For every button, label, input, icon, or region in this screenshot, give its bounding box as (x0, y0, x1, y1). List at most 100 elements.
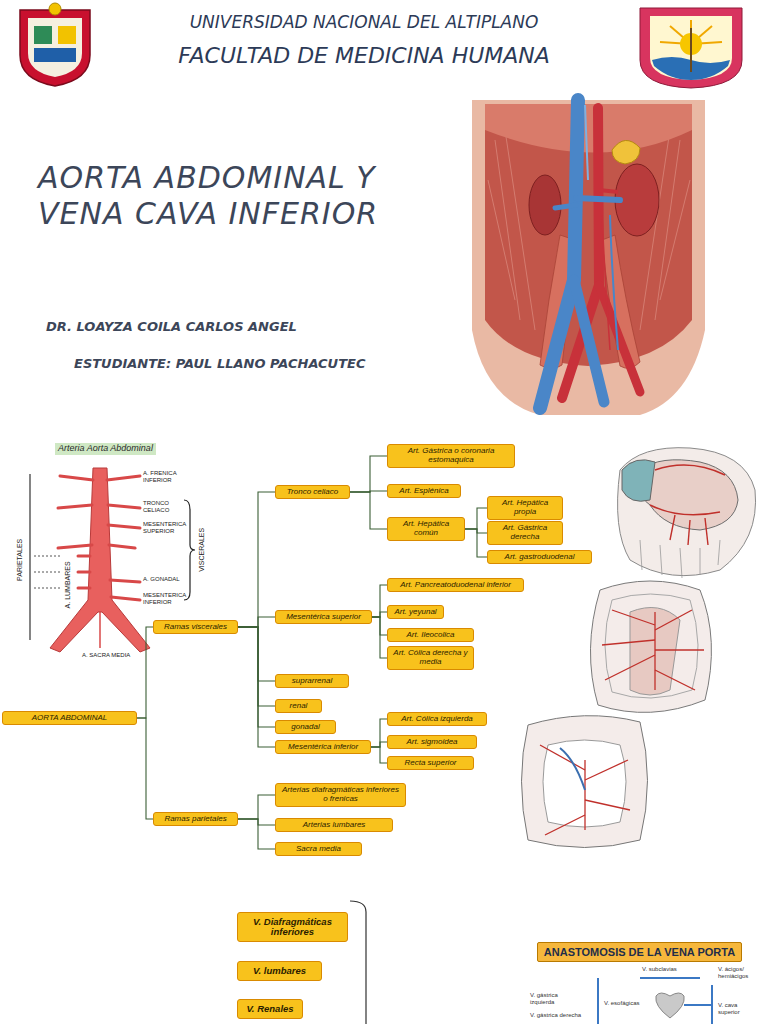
box-text: V. lumbares (244, 966, 315, 976)
artery-box: Mesentérica inferior (275, 740, 371, 755)
branch-connector (350, 456, 387, 492)
branch-connector (238, 795, 275, 819)
branch-connector (371, 747, 387, 763)
artery-box: Art. yeyunal (387, 605, 444, 620)
artery-box: Art. Cólica izquierda (387, 712, 487, 727)
artery-box: Ramas viscerales (153, 620, 238, 635)
artery-box: Art. Gástrica derecha (487, 521, 563, 545)
sketch-label: MESENTERICA INFERIOR (143, 592, 185, 605)
branch-connector (238, 819, 275, 849)
vein-box: V. lumbares (237, 961, 322, 981)
artery-box: Art. Gástrica o coronaria estomaquica (387, 444, 515, 468)
artery-box: Tronco celiaco (275, 485, 350, 500)
university-name: UNIVERSIDAD NACIONAL DEL ALTIPLANO (104, 13, 624, 32)
professor-name: DR. LOAYZA COILA CARLOS ANGEL (46, 320, 297, 334)
box-text: V. Renales (244, 1004, 296, 1014)
box-text: Sacra media (280, 845, 357, 854)
box-text: Art. Hepática común (392, 520, 460, 538)
vein-bracket (350, 901, 366, 1024)
artery-box: Sacra media (275, 842, 362, 857)
box-text: Art. Ileocolica (392, 631, 469, 640)
university-logo (20, 3, 90, 86)
branch-connector (238, 627, 275, 706)
branch-connector (238, 627, 275, 681)
box-text: Tronco celiaco (280, 488, 345, 497)
box-text: Art. Gástrica derecha (492, 524, 558, 542)
anastomosis-label: V. ácigos/ hemiácigos (718, 966, 760, 979)
faculty-name: FACULTAD DE MEDICINA HUMANA (104, 44, 624, 68)
branch-connector (238, 492, 275, 627)
sketch-label: TRONCO CELIACO (143, 500, 185, 513)
artery-box: Art. Esplénica (387, 484, 461, 499)
sketch-label: MESENTERICA SUPERIOR (143, 521, 185, 534)
anastomosis-diagram (598, 978, 712, 1024)
branch-connector (238, 627, 275, 727)
box-text: Art. yeyunal (392, 608, 439, 617)
anastomosis-label: V. subclavias (642, 966, 677, 973)
branch-connector (372, 612, 387, 617)
box-text: V. Diafragmáticas inferiores (244, 917, 341, 938)
branch-connector (238, 819, 275, 825)
artery-box: Art. gastroduodenal (487, 550, 592, 565)
student-name: ESTUDIANTE: PAUL LLANO PACHACUTEC (74, 357, 365, 371)
box-text: Arterias lumbares (280, 821, 388, 830)
artery-box: renal (275, 699, 322, 714)
branch-connector (465, 508, 487, 529)
artery-box: Arterias diafragmáticas inferiores o fre… (275, 783, 406, 807)
colon-illustration (522, 716, 648, 848)
box-text: Ramas parietales (158, 815, 233, 824)
artery-box: AORTA ABDOMINAL (2, 711, 137, 726)
box-text: Recta superior (392, 759, 469, 768)
artery-box: Arterias lumbares (275, 818, 393, 833)
vein-box: V. Renales (237, 999, 303, 1019)
sketch-label: A. SACRA MEDIA (82, 652, 130, 659)
faculty-logo (640, 8, 742, 88)
branch-connector (465, 529, 487, 557)
box-text: Mesentérica inferior (280, 743, 366, 752)
anastomosis-label: V. gástrica izquierda (530, 992, 570, 1005)
artery-box: Art. Cólica derecha y media (387, 646, 474, 670)
box-text: Art. Cólica derecha y media (392, 649, 469, 667)
box-text: Art. Gástrica o coronaria estomaquica (392, 447, 510, 465)
sketch-label: VISCERALES (198, 520, 206, 580)
artery-box: Recta superior (387, 756, 474, 771)
box-text: ANASTOMOSIS DE LA VENA PORTA (542, 946, 737, 958)
artery-box: Art. Pancreatoduodenal inferior (387, 578, 524, 593)
intestine-illustration (590, 581, 711, 712)
box-text: Art. sigmoidea (392, 738, 472, 747)
branch-connector (350, 492, 387, 529)
branch-connector (137, 718, 153, 819)
anastomosis-label: V. esofágicas (604, 1000, 639, 1007)
section-heading-box: ANASTOMOSIS DE LA VENA PORTA (537, 942, 742, 962)
vein-box: V. Diafragmáticas inferiores (237, 912, 348, 943)
branch-connector (372, 617, 387, 658)
sketch-label: A. GONADAL (143, 576, 185, 583)
branch-connector (465, 529, 487, 533)
artery-box: Mesentérica superior (275, 610, 372, 625)
sketch-label: A. FRENICA INFERIOR (143, 470, 185, 483)
artery-box: Art. Hepática común (387, 517, 465, 541)
box-text: Art. Esplénica (392, 487, 456, 496)
artery-box: suprarrenal (275, 674, 349, 689)
box-text: Art. Hepática propia (492, 499, 558, 517)
box-text: Art. gastroduodenal (492, 553, 587, 562)
branch-connector (372, 585, 387, 617)
branch-connector (137, 627, 153, 718)
box-text: suprarrenal (280, 677, 344, 686)
artery-box: Art. Ileocolica (387, 628, 474, 643)
box-text: Ramas viscerales (158, 623, 233, 632)
sketch-label: PARIETALES (16, 530, 24, 590)
box-text: renal (280, 702, 317, 711)
branch-connector (238, 627, 275, 747)
abdomen-illustration (472, 100, 705, 415)
artery-box: Art. sigmoidea (387, 735, 477, 750)
branch-connector (238, 617, 275, 627)
anastomosis-label: V. gástrica derecha (530, 1012, 581, 1019)
box-text: Art. Pancreatoduodenal inferior (392, 581, 519, 590)
sketch-label: A. LUMBARES (64, 555, 72, 615)
artery-box: Ramas parietales (153, 812, 238, 827)
box-text: gonadal (280, 723, 331, 732)
